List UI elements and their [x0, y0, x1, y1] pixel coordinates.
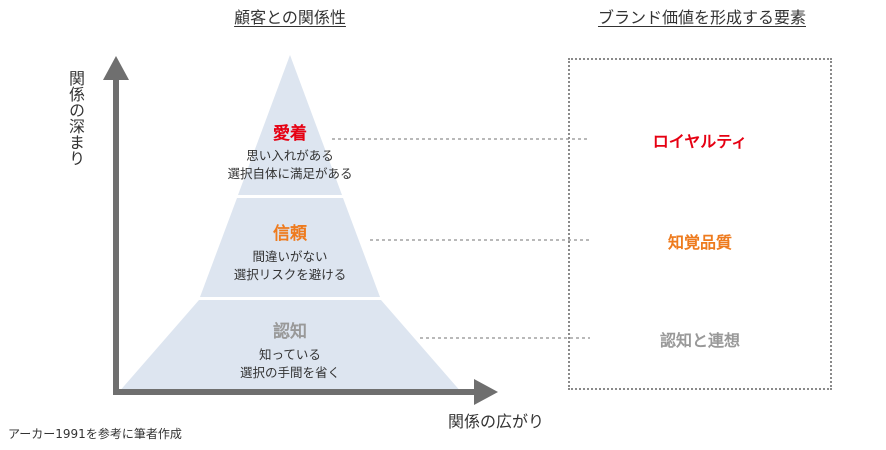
x-axis-arrowhead: [474, 379, 498, 405]
y-axis-arrowhead: [103, 56, 129, 80]
level-desc-awareness-1: 知っている: [259, 347, 321, 362]
level-desc-trust-2: 選択リスクを避ける: [233, 267, 347, 282]
brand-elements-box: [568, 58, 832, 390]
level-desc-trust-1: 間違いがない: [252, 249, 328, 264]
pyramid-level-top: [238, 55, 342, 195]
level-title-trust: 信頼: [273, 224, 307, 244]
source-note: アーカー1991を参考に筆者作成: [8, 427, 182, 441]
pyramid-level-bottom: [118, 300, 462, 393]
elements-header: ブランド価値を形成する要素: [597, 8, 806, 27]
level-desc-attachment-2: 選択自体に満足がある: [227, 166, 353, 181]
element-awareness-association: 認知と連想: [659, 331, 740, 350]
element-loyalty: ロイヤルティ: [652, 132, 748, 151]
x-axis-label: 関係の広がり: [448, 412, 545, 431]
pyramid-header: 顧客との関係性: [234, 8, 346, 27]
level-desc-attachment-1: 思い入れがある: [246, 148, 334, 163]
level-desc-awareness-2: 選択の手間を省く: [239, 365, 340, 380]
element-perceived-quality: 知覚品質: [667, 233, 732, 252]
pyramid-level-middle: [200, 198, 380, 297]
level-title-attachment: 愛着: [273, 124, 307, 144]
level-title-awareness: 認知: [273, 322, 307, 342]
y-axis-label: 関係の深まり: [66, 70, 85, 166]
